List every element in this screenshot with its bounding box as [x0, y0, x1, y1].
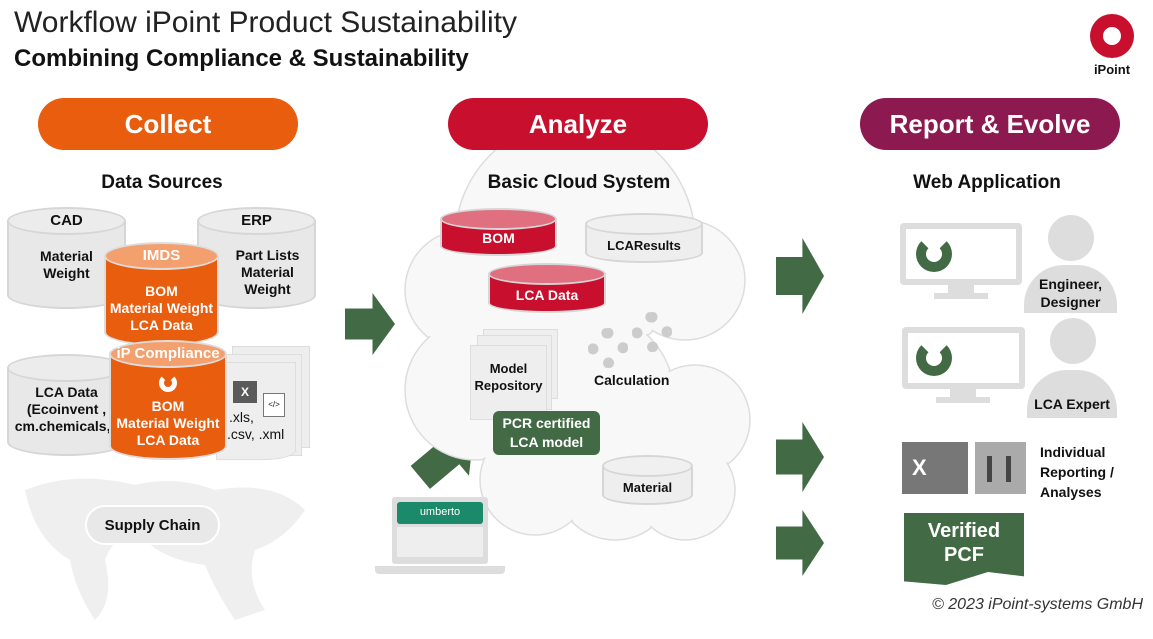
lca-data-label: LCA Data [515, 287, 579, 303]
verified-line-2: PCF [944, 544, 984, 566]
compliance-text-3: LCA Data [136, 432, 200, 448]
arrow-right-icon [776, 238, 824, 314]
engineer-avatar: Engineer, Designer [1024, 215, 1117, 313]
analyze-pill: Analyze [448, 98, 708, 150]
model-repository-1: Model [489, 361, 528, 376]
pcr-line-2: LCA model [509, 434, 584, 450]
material-database: Material [602, 455, 693, 505]
reporting-1: Individual [1040, 444, 1106, 460]
ipoint-logo: iPoint [1088, 14, 1136, 77]
model-repository-2: Repository [474, 378, 543, 393]
supply-chain-pill: Supply Chain [85, 505, 220, 545]
erp-text-2: Material [241, 264, 294, 280]
arrow-right-icon [776, 510, 824, 576]
engineer-label-2: Designer [1040, 294, 1101, 310]
reporting-3: Analyses [1040, 484, 1102, 500]
excel-icon: X [902, 442, 968, 494]
files-document: X </> .xls, .csv, .xml [216, 362, 296, 460]
engineer-label-1: Engineer, [1038, 276, 1103, 292]
ipoint-app-icon [916, 236, 952, 272]
logo-text: iPoint [1093, 62, 1131, 77]
lca-expert-monitor [902, 327, 1025, 403]
reporting-2: Reporting / [1040, 464, 1114, 480]
erp-text-3: Weight [244, 281, 291, 297]
pcr-line-1: PCR certified [502, 415, 591, 431]
excel-icon: X [233, 381, 257, 403]
verified-line-1: Verified [927, 520, 1001, 542]
bom-database: BOM [440, 208, 557, 256]
erp-text-1: Part Lists [235, 247, 300, 263]
material-label: Material [622, 480, 673, 495]
umberto-logo: umberto [397, 502, 483, 524]
web-application-heading: Web Application [913, 172, 1061, 193]
compliance-title: iP Compliance [116, 345, 220, 362]
compliance-text-2: Material Weight [116, 415, 220, 431]
page-subtitle: Combining Compliance & Sustainability [14, 45, 469, 72]
power-bi-icon [975, 442, 1026, 494]
cad-text-1: Material [40, 248, 93, 264]
ip-compliance-database: iP Compliance BOM Material Weight LCA Da… [109, 340, 227, 460]
files-text-1: .xls, [229, 409, 254, 425]
ipoint-app-icon [916, 340, 952, 376]
xml-file-icon: </> [263, 393, 285, 417]
cad-title: CAD [50, 212, 83, 229]
lca-results-database: LCAResults [585, 213, 703, 263]
calculation-label: Calculation [594, 372, 670, 388]
lca-text-2: (Ecoinvent , [26, 401, 107, 417]
cloud-shape [404, 119, 751, 541]
world-map-icon [25, 478, 305, 620]
ipoint-compliance-icon [159, 374, 177, 392]
cad-text-2: Weight [43, 265, 90, 281]
copyright: © 2023 iPoint-systems GmbH [932, 596, 1143, 613]
imds-database: IMDS BOM Material Weight LCA Data [104, 242, 219, 346]
compliance-text-1: BOM [151, 398, 185, 414]
engineer-monitor [900, 223, 1022, 299]
verified-pcf-badge: Verified PCF [904, 513, 1024, 585]
files-text-2: .csv, .xml [227, 426, 285, 442]
report-pill: Report & Evolve [860, 98, 1120, 150]
reporting-label: Individual Reporting / Analyses [1040, 442, 1114, 502]
page-title: Workflow iPoint Product Sustainability [14, 6, 517, 39]
erp-title: ERP [241, 212, 272, 229]
lca-expert-avatar: LCA Expert [1027, 318, 1117, 418]
lca-text-1: LCA Data [35, 384, 98, 400]
lca-results-label: LCAResults [607, 238, 681, 253]
bom-label: BOM [482, 230, 515, 246]
imds-text-3: LCA Data [130, 317, 193, 333]
model-repository: Model Repository [470, 345, 547, 420]
arrow-right-icon [776, 422, 824, 492]
lca-data-database: LCA Data (Ecoinvent , cm.chemicals,.. [7, 354, 126, 456]
imds-title: IMDS [142, 247, 181, 264]
lca-data-cloud-database: LCA Data [488, 263, 606, 313]
pcr-certified-badge: PCR certified LCA model [493, 411, 600, 455]
data-sources-heading: Data Sources [101, 172, 223, 193]
lca-text-3: cm.chemicals,.. [14, 418, 119, 434]
umberto-laptop: umberto [375, 497, 505, 577]
collect-pill: Collect [38, 98, 298, 150]
lca-expert-label: LCA Expert [1034, 396, 1110, 412]
imds-text-2: Material Weight [109, 300, 214, 316]
cloud-heading: Basic Cloud System [487, 172, 671, 193]
logo-icon [1090, 14, 1134, 58]
imds-text-1: BOM [145, 283, 178, 299]
